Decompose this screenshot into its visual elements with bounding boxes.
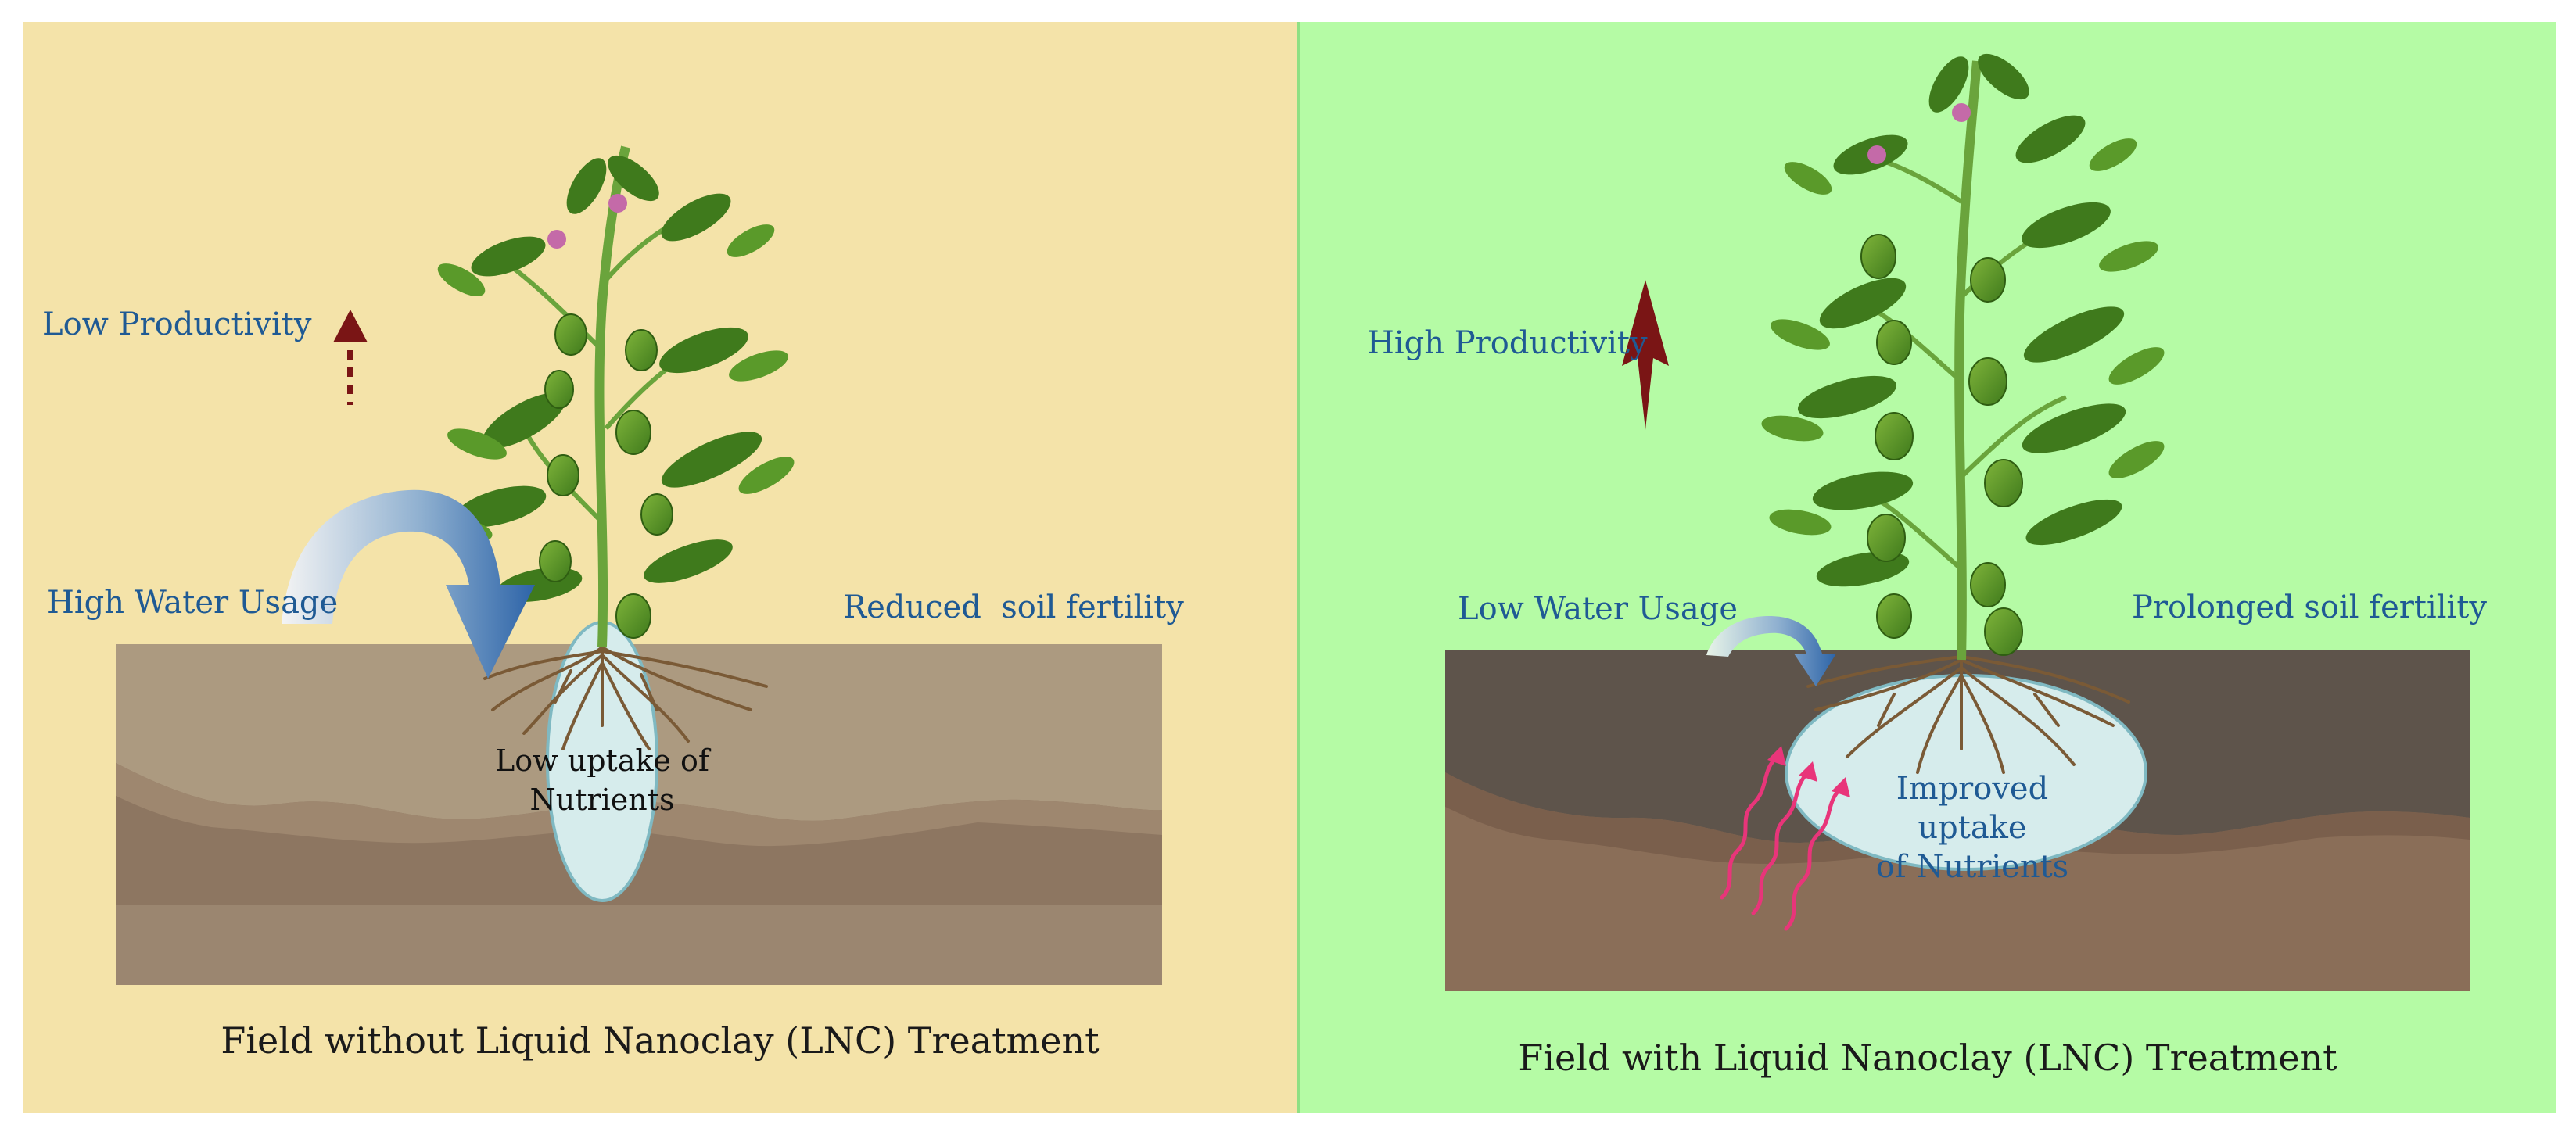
productivity-label: High Productivity (1367, 325, 1648, 361)
uptake-line-1: Improved uptake (1896, 771, 2049, 846)
panel-caption: Field without Liquid Nanoclay (LNC) Trea… (221, 1019, 1100, 1062)
panel-without-lnc: Low Productivity High Water Usage Reduce… (23, 22, 1297, 1113)
plant-icon (430, 145, 795, 648)
left-panel-art (116, 145, 1162, 985)
productivity-label: Low Productivity (42, 306, 312, 342)
nutrient-uptake-label: Improved uptake of Nutrients (1839, 769, 2105, 887)
water-usage-label: High Water Usage (47, 585, 339, 621)
uptake-line-2: Nutrients (529, 783, 675, 817)
nutrient-waves-icon (1720, 746, 1850, 931)
curved-arrow-icon (282, 489, 535, 679)
curved-arrow-icon (1706, 616, 1836, 686)
water-usage-label: Low Water Usage (1458, 591, 1738, 627)
up-arrow-icon (1622, 280, 1669, 430)
uptake-line-1: Low uptake of (495, 743, 709, 778)
up-arrow-icon (333, 310, 368, 405)
roots-icon (483, 638, 768, 750)
soil-fertility-label: Prolonged soil fertility (2132, 589, 2487, 625)
panel-with-lnc: High Productivity Low Water Usage Prolon… (1297, 22, 2556, 1113)
panel-caption: Field with Liquid Nanoclay (LNC) Treatme… (1518, 1037, 2337, 1079)
soil-fertility-label: Reduced soil fertility (843, 589, 1184, 625)
plant-icon (1761, 53, 2165, 661)
uptake-line-2: of Nutrients (1875, 849, 2069, 885)
roots-icon (1806, 650, 2130, 774)
right-panel-art (1445, 53, 2470, 991)
nutrient-uptake-label: Low uptake of Nutrients (477, 741, 727, 819)
